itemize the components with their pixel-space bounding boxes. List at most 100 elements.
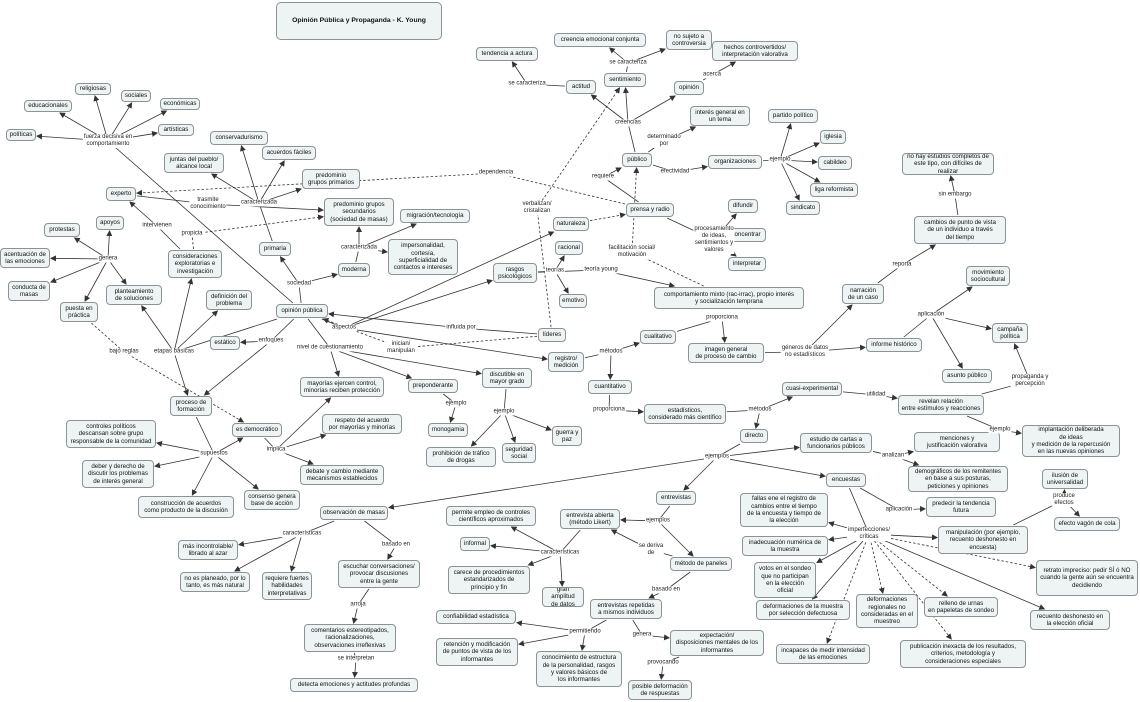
concept-node-ilusion[interactable]: ilusión de universalidad: [1042, 469, 1088, 489]
concept-node-debate[interactable]: debate y cambio mediante mecanismos esta…: [300, 465, 384, 485]
concept-node-inadecuacion[interactable]: inadecuación numérica de la muestra: [742, 536, 828, 556]
concept-node-tendencia[interactable]: tendencia a actura: [476, 47, 538, 61]
concept-node-nosujeto[interactable]: no sujeto a controversia: [666, 30, 712, 50]
concept-node-publico[interactable]: público: [622, 153, 652, 167]
concept-node-guerra[interactable]: guerra y paz: [552, 426, 582, 446]
concept-node-cuasi[interactable]: cuasi-experimental: [782, 382, 842, 396]
concept-node-publicacion[interactable]: publicación inexacta de los resultados, …: [900, 640, 1026, 668]
concept-node-registro[interactable]: registro/ medición: [548, 352, 584, 372]
concept-node-planteamiento[interactable]: planteamiento de soluciones: [106, 285, 162, 305]
concept-node-acuerdos[interactable]: acuerdos fáciles: [262, 146, 316, 160]
concept-node-implantacion[interactable]: implantación deliberada de ideas y medic…: [1022, 425, 1120, 457]
concept-node-cuantitativo[interactable]: cuantitativo: [588, 380, 632, 394]
concept-node-recuento[interactable]: recuento deshonesto en la elección ofici…: [1030, 610, 1110, 630]
concept-node-requiere[interactable]: requiere fuertes habilidades interpretat…: [262, 572, 312, 600]
concept-node-efecto[interactable]: efecto vagón de cola: [1054, 517, 1120, 531]
concept-node-cambios[interactable]: cambios de punto de vista de un individu…: [914, 216, 1006, 244]
concept-node-conservadurismo[interactable]: conservadurismo: [210, 131, 268, 145]
concept-node-metodopaneles[interactable]: método de paneles: [670, 557, 732, 571]
concept-node-religiosas[interactable]: religiosas: [75, 83, 111, 95]
concept-node-organizaciones[interactable]: organizaciones: [708, 155, 762, 169]
concept-node-manipulacion[interactable]: manipulación (por ejemplo, recuento desh…: [938, 526, 1028, 554]
concept-node-entrevistasrep[interactable]: entrevistas repetidas a mismos individuo…: [590, 599, 662, 619]
concept-node-estudiocartas[interactable]: estudio de cartas a funcionarios público…: [800, 433, 872, 453]
concept-node-incapaces[interactable]: incapaces de medir intensidad de las emo…: [776, 644, 870, 664]
concept-node-migracion[interactable]: migración/tecnología: [400, 209, 470, 223]
concept-node-politicas[interactable]: políticas: [6, 129, 36, 141]
concept-node-retrato[interactable]: retrato impreciso: pedir SÍ ó NO cuando …: [1036, 560, 1138, 596]
concept-node-posible[interactable]: posible deformación de respuestas: [628, 680, 692, 700]
concept-node-predecir[interactable]: predecir la tendencia futura: [926, 497, 996, 517]
concept-node-expectacion[interactable]: expectación/ disposiciones mentales de l…: [670, 630, 764, 656]
concept-node-experto[interactable]: experto: [106, 187, 136, 201]
concept-node-comentarios[interactable]: comentarios estereotipados, racionalizac…: [304, 624, 396, 652]
concept-node-deformaciones1[interactable]: deformaciones de la muestra por selecció…: [756, 600, 850, 620]
concept-node-acentuacion[interactable]: acentuación de las emociones: [0, 248, 50, 268]
concept-node-moderna[interactable]: moderna: [338, 263, 370, 277]
concept-node-informe[interactable]: informe histórico: [866, 338, 922, 352]
concept-node-votos[interactable]: votos en el sondeo que no participan en …: [754, 562, 816, 598]
concept-node-cualitativo[interactable]: cualitativo: [640, 330, 676, 344]
concept-node-hechos[interactable]: hechos controvertidos/ interpretación va…: [712, 41, 798, 61]
concept-node-mayorias[interactable]: mayorías ejercen control, minorías recib…: [300, 377, 384, 397]
concept-node-interpretar[interactable]: interpretar: [728, 257, 766, 271]
concept-node-respeto[interactable]: respeto del acuerdo por mayorías y minor…: [322, 414, 402, 434]
concept-node-relleno[interactable]: relleno de urnas en papeletas de sondeo: [924, 597, 998, 617]
concept-node-apoyos[interactable]: apoyos: [96, 216, 124, 230]
concept-node-narracion[interactable]: narración de un caso: [842, 284, 884, 304]
concept-node-naturaleza[interactable]: naturaleza: [553, 217, 589, 231]
concept-node-encuestas[interactable]: encuestas: [826, 473, 866, 487]
concept-node-opinionpublica[interactable]: opinión pública: [276, 304, 328, 318]
concept-node-escuchar[interactable]: escuchar conversaciones/ provocar discus…: [338, 560, 420, 588]
concept-node-seguridad[interactable]: seguridad social: [502, 443, 536, 463]
concept-node-sentimiento[interactable]: sentimiento: [604, 73, 646, 87]
concept-node-rasgos[interactable]: rasgos psicológicos: [493, 263, 537, 283]
map-title[interactable]: Opinión Pública y Propaganda - K. Young: [276, 2, 442, 40]
concept-node-permite[interactable]: permite empleo de controles científicos …: [446, 506, 536, 526]
concept-node-puesta[interactable]: puesta en práctica: [60, 302, 98, 322]
concept-node-asunto[interactable]: asunto público: [942, 369, 992, 383]
concept-node-granamplitud[interactable]: gran amplitud de datos: [542, 587, 584, 607]
concept-node-partido[interactable]: partido político: [768, 109, 818, 123]
concept-node-movimiento[interactable]: movimiento sociocultural: [966, 266, 1010, 286]
concept-node-construccion[interactable]: construcción de acuerdos como producto d…: [138, 496, 234, 518]
concept-node-deformaciones2[interactable]: deformaciones regionales no consideradas…: [856, 594, 918, 628]
concept-node-opinion[interactable]: opinión: [674, 81, 704, 95]
concept-node-campana[interactable]: campaña política: [992, 323, 1028, 343]
concept-node-cabildeo[interactable]: cabildeo: [818, 156, 852, 170]
concept-node-impersonalidad[interactable]: impersonalidad, cortesía, superficialida…: [388, 239, 458, 275]
concept-node-esdemocratico[interactable]: es democrático: [232, 423, 282, 437]
concept-node-racional[interactable]: racional: [555, 241, 583, 255]
concept-node-observacion[interactable]: observación de masas: [320, 506, 388, 520]
concept-node-definicion[interactable]: definición del problema: [206, 290, 252, 310]
concept-node-sindicato[interactable]: sindicato: [786, 201, 820, 215]
concept-node-conocimiento[interactable]: conocimiento de estructura de la persona…: [536, 651, 622, 687]
concept-node-menciones[interactable]: menciones y justificación valorativa: [914, 432, 1000, 452]
concept-node-noesplaneado[interactable]: no es planeado, por lo tanto, es más nat…: [180, 572, 250, 592]
concept-node-actitud[interactable]: actitud: [566, 80, 596, 94]
concept-node-predominio1[interactable]: predominio grupos primarios: [302, 169, 360, 189]
concept-node-emotivo[interactable]: emotivo: [559, 294, 587, 308]
concept-node-preponderante[interactable]: preponderante: [408, 379, 458, 393]
concept-node-consideraciones[interactable]: consideraciones exploratorias e investig…: [168, 250, 222, 278]
concept-node-predominio2[interactable]: predominio grupos secundarios (sociedad …: [324, 198, 394, 226]
concept-node-entrevistas[interactable]: entrevistas: [656, 491, 696, 505]
concept-node-informal[interactable]: informal: [460, 537, 490, 551]
concept-node-deber[interactable]: deber y derecho de discutir los problema…: [82, 460, 154, 488]
concept-node-estatico[interactable]: estático: [210, 336, 240, 350]
concept-node-directo[interactable]: directo: [740, 429, 768, 443]
concept-node-demograficos[interactable]: demográficos de los remitentes en base a…: [908, 466, 1008, 492]
concept-node-liga[interactable]: liga reformista: [810, 183, 858, 197]
concept-node-sociales[interactable]: sociales: [121, 90, 151, 102]
concept-node-prensa[interactable]: prensa y radio: [626, 203, 674, 217]
concept-node-juntas[interactable]: juntas del pueblo/ alcance local: [164, 153, 224, 173]
concept-node-entrevistaabierta[interactable]: entrevista abierta (método Likert): [560, 509, 620, 529]
concept-node-detecta[interactable]: detecta emociones y actitudes profundas: [290, 678, 418, 692]
concept-node-carece[interactable]: carece de procedimientos estandarizados …: [448, 566, 530, 594]
concept-node-fallas[interactable]: fallas ene el registro de cambios entre …: [740, 493, 828, 527]
concept-node-iglesia[interactable]: iglesia: [820, 130, 846, 144]
concept-node-lideres[interactable]: líderes: [538, 328, 566, 342]
concept-node-proceso[interactable]: proceso de formación: [170, 396, 212, 416]
concept-node-consenso[interactable]: consenso genera base de acción: [244, 490, 300, 510]
concept-node-interesg[interactable]: interés general en un tema: [690, 106, 750, 126]
